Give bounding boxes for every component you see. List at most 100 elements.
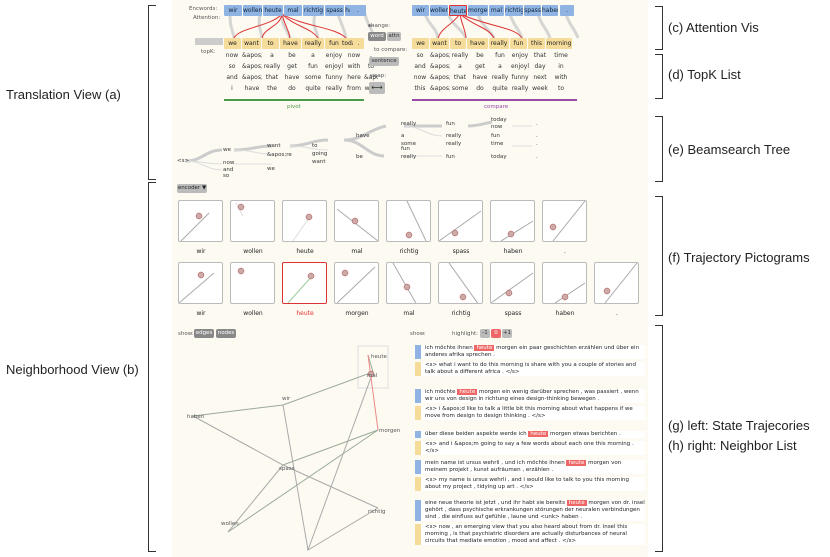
beam-node[interactable]: &apos;re: [267, 152, 292, 158]
pictogram[interactable]: [334, 200, 379, 242]
topk-cell[interactable]: from: [347, 85, 361, 92]
right-enc-token[interactable]: .: [560, 5, 574, 16]
beam-node[interactable]: really: [401, 121, 417, 127]
trajectory-node[interactable]: spass: [279, 466, 295, 472]
topk-cell[interactable]: really: [451, 52, 469, 59]
beam-node[interactable]: be: [356, 154, 363, 160]
topk-cell[interactable]: a: [458, 63, 462, 70]
right-dec-token[interactable]: have: [467, 38, 488, 49]
topk-cell[interactable]: be: [476, 52, 484, 59]
left-dec-token[interactable]: .: [353, 38, 364, 49]
beam-node[interactable]: we: [223, 147, 231, 153]
trajectory-node[interactable]: wir: [282, 396, 291, 402]
topk-cell[interactable]: i: [231, 85, 233, 92]
beam-node[interactable]: fun: [401, 146, 410, 152]
right-enc-token[interactable]: richtig: [505, 5, 523, 16]
topk-cell[interactable]: &apos;: [430, 85, 450, 92]
nodes-button[interactable]: nodes: [216, 329, 236, 338]
left-enc-token[interactable]: wir: [224, 5, 242, 16]
topk-cell[interactable]: get: [287, 63, 297, 70]
topk-cell[interactable]: a: [270, 52, 274, 59]
topk-cell[interactable]: and: [226, 74, 238, 81]
topk-cell[interactable]: quite: [492, 85, 508, 92]
topk-cell[interactable]: enjoyl: [510, 63, 530, 70]
topk-cell[interactable]: really: [491, 74, 509, 81]
right-dec-token[interactable]: morning: [546, 38, 572, 49]
highlight-plus-button[interactable]: +1: [502, 329, 512, 338]
right-dec-token[interactable]: want: [430, 38, 449, 49]
topk-cell[interactable]: &apos;: [430, 52, 450, 59]
pictogram[interactable]: [438, 200, 483, 242]
pictogram[interactable]: [178, 200, 223, 242]
beam-node[interactable]: want: [312, 159, 326, 165]
left-enc-token[interactable]: mal: [284, 5, 302, 16]
pictogram[interactable]: [178, 262, 223, 304]
topk-cell[interactable]: in: [558, 63, 564, 70]
topk-cell[interactable]: &apos;: [242, 63, 262, 70]
topk-cell[interactable]: with: [554, 74, 568, 81]
topk-cell[interactable]: have: [284, 74, 300, 81]
topk-cell[interactable]: now: [225, 52, 239, 59]
topk-cell[interactable]: a: [311, 52, 315, 59]
topk-cell[interactable]: now: [413, 74, 427, 81]
right-dec-token[interactable]: really: [489, 38, 509, 49]
neighbor-item[interactable]: ich möchte heute morgen ein wenig darübe…: [415, 389, 645, 420]
left-enc-token[interactable]: spass: [325, 5, 344, 16]
topk-cell[interactable]: now: [347, 52, 361, 59]
topk-cell[interactable]: quite: [305, 85, 321, 92]
pictogram[interactable]: [386, 200, 431, 242]
topk-cell[interactable]: enjoyl: [324, 63, 344, 70]
topk-cell[interactable]: enjoy: [325, 52, 343, 59]
pictogram[interactable]: [542, 200, 587, 242]
beam-node[interactable]: really: [446, 133, 462, 139]
topk-cell[interactable]: so: [416, 52, 424, 59]
left-enc-token[interactable]: .: [350, 5, 366, 16]
beam-node[interactable]: fun: [446, 154, 455, 160]
right-enc-token[interactable]: heute: [449, 5, 467, 16]
topk-cell[interactable]: really: [325, 85, 343, 92]
right-enc-token[interactable]: morgen: [468, 5, 488, 16]
topk-cell[interactable]: this: [414, 85, 426, 92]
right-dec-token[interactable]: fun: [510, 38, 527, 49]
right-enc-token[interactable]: haben: [542, 5, 558, 16]
left-dec-token[interactable]: really: [302, 38, 324, 49]
topk-cell[interactable]: &apos;: [242, 74, 262, 81]
beam-node[interactable]: fun: [491, 133, 500, 139]
beam-node[interactable]: and: [223, 167, 234, 173]
beam-node[interactable]: to: [312, 143, 318, 149]
beam-node[interactable]: really: [446, 141, 462, 147]
topk-cell[interactable]: week: [532, 85, 548, 92]
neighbor-item[interactable]: eine neue theorie ist jetzt , und ihr ha…: [415, 500, 645, 545]
trajectory-node[interactable]: richtig: [368, 509, 386, 515]
beam-node[interactable]: .: [536, 141, 538, 147]
topk-cell[interactable]: day: [534, 63, 546, 70]
left-enc-token[interactable]: wollen: [243, 5, 262, 16]
right-enc-token[interactable]: mal: [489, 5, 504, 16]
topk-cell[interactable]: to: [557, 85, 565, 92]
left-enc-token[interactable]: richtig: [303, 5, 324, 16]
pictogram[interactable]: [230, 200, 275, 242]
left-dec-token[interactable]: have: [280, 38, 301, 49]
topk-cell[interactable]: that: [453, 74, 467, 81]
beam-node[interactable]: today: [491, 117, 507, 123]
topk-cell[interactable]: the: [267, 85, 277, 92]
left-dec-token[interactable]: today: [341, 38, 360, 49]
beam-node[interactable]: some: [401, 141, 416, 147]
pictogram[interactable]: [282, 262, 327, 304]
left-dec-token[interactable]: to: [262, 38, 279, 49]
topk-cell[interactable]: be: [288, 52, 296, 59]
topk-cell[interactable]: enjoy: [511, 52, 529, 59]
swap-button[interactable]: ⟷: [369, 82, 385, 94]
edges-button[interactable]: edges: [194, 329, 214, 338]
topk-cell[interactable]: that: [265, 74, 279, 81]
pictogram[interactable]: [490, 200, 535, 242]
trajectory-node[interactable]: mal: [367, 373, 378, 379]
topk-cell[interactable]: fun: [495, 52, 505, 59]
beam-node[interactable]: going: [312, 151, 328, 157]
trajectory-node[interactable]: wollen: [221, 521, 239, 527]
right-dec-token[interactable]: we: [412, 38, 429, 49]
trajectory-node[interactable]: haben: [187, 414, 205, 420]
pictogram[interactable]: [542, 262, 587, 304]
beam-node[interactable]: a: [401, 133, 405, 139]
topk-cell[interactable]: some: [451, 85, 469, 92]
